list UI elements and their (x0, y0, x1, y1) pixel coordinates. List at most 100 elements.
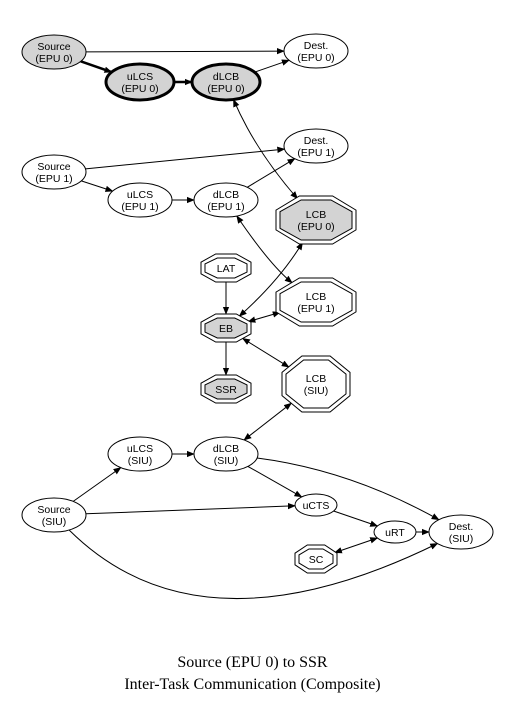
node-src-epu1: Source(EPU 1) (21, 154, 87, 190)
edge-lcb-epu0-to-eb (238, 241, 303, 317)
node-label: (SIU) (304, 385, 329, 397)
node-label: (EPU 1) (297, 147, 334, 159)
caption-subtitle: Inter-Task Communication (Composite) (124, 676, 381, 693)
edge-lcb-epu1-to-eb (247, 311, 281, 323)
node-label: (SIU) (214, 455, 239, 467)
node-inner-octagon (279, 199, 353, 241)
node-inner-octagon (298, 548, 334, 570)
node-layer: Source(EPU 0)Dest.(EPU 0)uLCS(EPU 0)dLCB… (21, 33, 494, 574)
node-shape (193, 182, 259, 218)
edge-ucts-to-urt (333, 510, 379, 527)
node-urt: uRT (373, 520, 417, 544)
edge-dlcb-epu0-to-dest-epu0 (254, 59, 290, 73)
node-label: uLCS (127, 443, 153, 455)
node-shape (21, 497, 87, 533)
node-inner-octagon (285, 359, 347, 409)
node-label: (SIU) (128, 455, 153, 467)
node-label: Dest. (304, 40, 329, 52)
edge-src-epu0-to-dest-epu0 (85, 47, 285, 55)
edge-src-siu-to-dest-siu (68, 529, 439, 600)
edge-dlcb-siu-to-ucts (247, 465, 303, 498)
node-dest-epu0: Dest.(EPU 0) (283, 33, 349, 69)
node-dest-epu1: Dest.(EPU 1) (283, 128, 349, 164)
node-shape (21, 34, 87, 70)
node-label: uCTS (303, 500, 330, 512)
caption-title: Source (EPU 0) to SSR (177, 654, 328, 671)
node-shape (193, 436, 259, 472)
node-label: uLCS (127, 189, 153, 201)
node-label: (EPU 0) (297, 52, 334, 64)
node-shape (373, 520, 417, 544)
node-label: (EPU 1) (297, 303, 334, 315)
node-shape (428, 514, 494, 550)
node-src-siu: Source(SIU) (21, 497, 87, 533)
node-src-epu0: Source(EPU 0) (21, 34, 87, 70)
node-label: dLCB (213, 189, 239, 201)
node-label: (EPU 0) (207, 83, 244, 95)
node-inner-octagon (204, 378, 248, 400)
node-label: (SIU) (42, 516, 67, 528)
edge-lcb-siu-to-dlcb-siu (243, 402, 292, 441)
node-ulcs-siu: uLCS(SIU) (107, 436, 173, 472)
node-label: SC (309, 554, 324, 566)
edge-sc-to-urt (333, 537, 379, 554)
node-label: LCB (306, 373, 326, 385)
node-label: LCB (306, 291, 326, 303)
node-label: Dest. (449, 521, 474, 533)
node-ulcs-epu1: uLCS(EPU 1) (107, 182, 173, 218)
node-inner-octagon (204, 317, 248, 339)
edge-eb-to-lcb-siu (242, 337, 290, 368)
node-shape (21, 154, 87, 190)
node-shape (283, 33, 349, 69)
node-label: Source (37, 504, 70, 516)
node-label: (EPU 1) (207, 201, 244, 213)
node-shape (190, 62, 262, 102)
edge-src-epu1-to-ulcs-epu1 (81, 180, 114, 192)
node-dlcb-epu0: dLCB(EPU 0) (190, 62, 262, 102)
node-dest-siu: Dest.(SIU) (428, 514, 494, 550)
edge-dlcb-siu-to-dest-siu (257, 457, 440, 521)
node-lcb-epu1: LCB(EPU 1) (275, 277, 357, 327)
edge-dlcb-epu1-to-dest-epu1 (246, 158, 296, 188)
node-label: SSR (215, 384, 237, 396)
node-label: (EPU 0) (35, 53, 72, 65)
edge-src-siu-to-ulcs-siu (72, 467, 122, 502)
node-lcb-epu0: LCB(EPU 0) (275, 195, 357, 245)
node-label: Source (37, 41, 70, 53)
node-label: dLCB (213, 71, 239, 83)
edge-src-siu-to-ucts (85, 502, 296, 515)
node-shape (107, 436, 173, 472)
node-dlcb-epu1: dLCB(EPU 1) (193, 182, 259, 218)
node-inner-octagon (204, 257, 248, 279)
node-shape (104, 62, 176, 102)
node-label: dLCB (213, 443, 239, 455)
node-eb: EB (200, 313, 252, 343)
node-dlcb-siu: dLCB(SIU) (193, 436, 259, 472)
node-lcb-siu: LCB(SIU) (281, 355, 351, 413)
node-label: (EPU 0) (297, 221, 334, 233)
edge-src-epu1-to-dest-epu1 (85, 146, 286, 170)
node-label: (EPU 1) (35, 173, 72, 185)
node-shape (294, 493, 338, 517)
node-label: uRT (385, 527, 405, 539)
node-label: EB (219, 323, 233, 335)
itc-graph: Source(EPU 0)Dest.(EPU 0)uLCS(EPU 0)dLCB… (21, 33, 494, 600)
node-label: Dest. (304, 135, 329, 147)
node-label: Source (37, 161, 70, 173)
node-sc: SC (294, 544, 338, 574)
edge-src-epu0-to-ulcs-epu0 (80, 60, 113, 74)
node-lat: LAT (200, 253, 252, 283)
node-label: uLCS (127, 71, 153, 83)
node-ssr: SSR (200, 374, 252, 404)
node-label: LCB (306, 209, 326, 221)
node-inner-octagon (279, 281, 353, 323)
node-label: (EPU 1) (121, 201, 158, 213)
node-label: (SIU) (449, 533, 474, 545)
node-ulcs-epu0: uLCS(EPU 0) (104, 62, 176, 102)
node-label: (EPU 0) (121, 83, 158, 95)
node-ucts: uCTS (294, 493, 338, 517)
node-shape (107, 182, 173, 218)
node-label: LAT (217, 263, 236, 275)
node-shape (283, 128, 349, 164)
edge-layer (68, 47, 440, 600)
